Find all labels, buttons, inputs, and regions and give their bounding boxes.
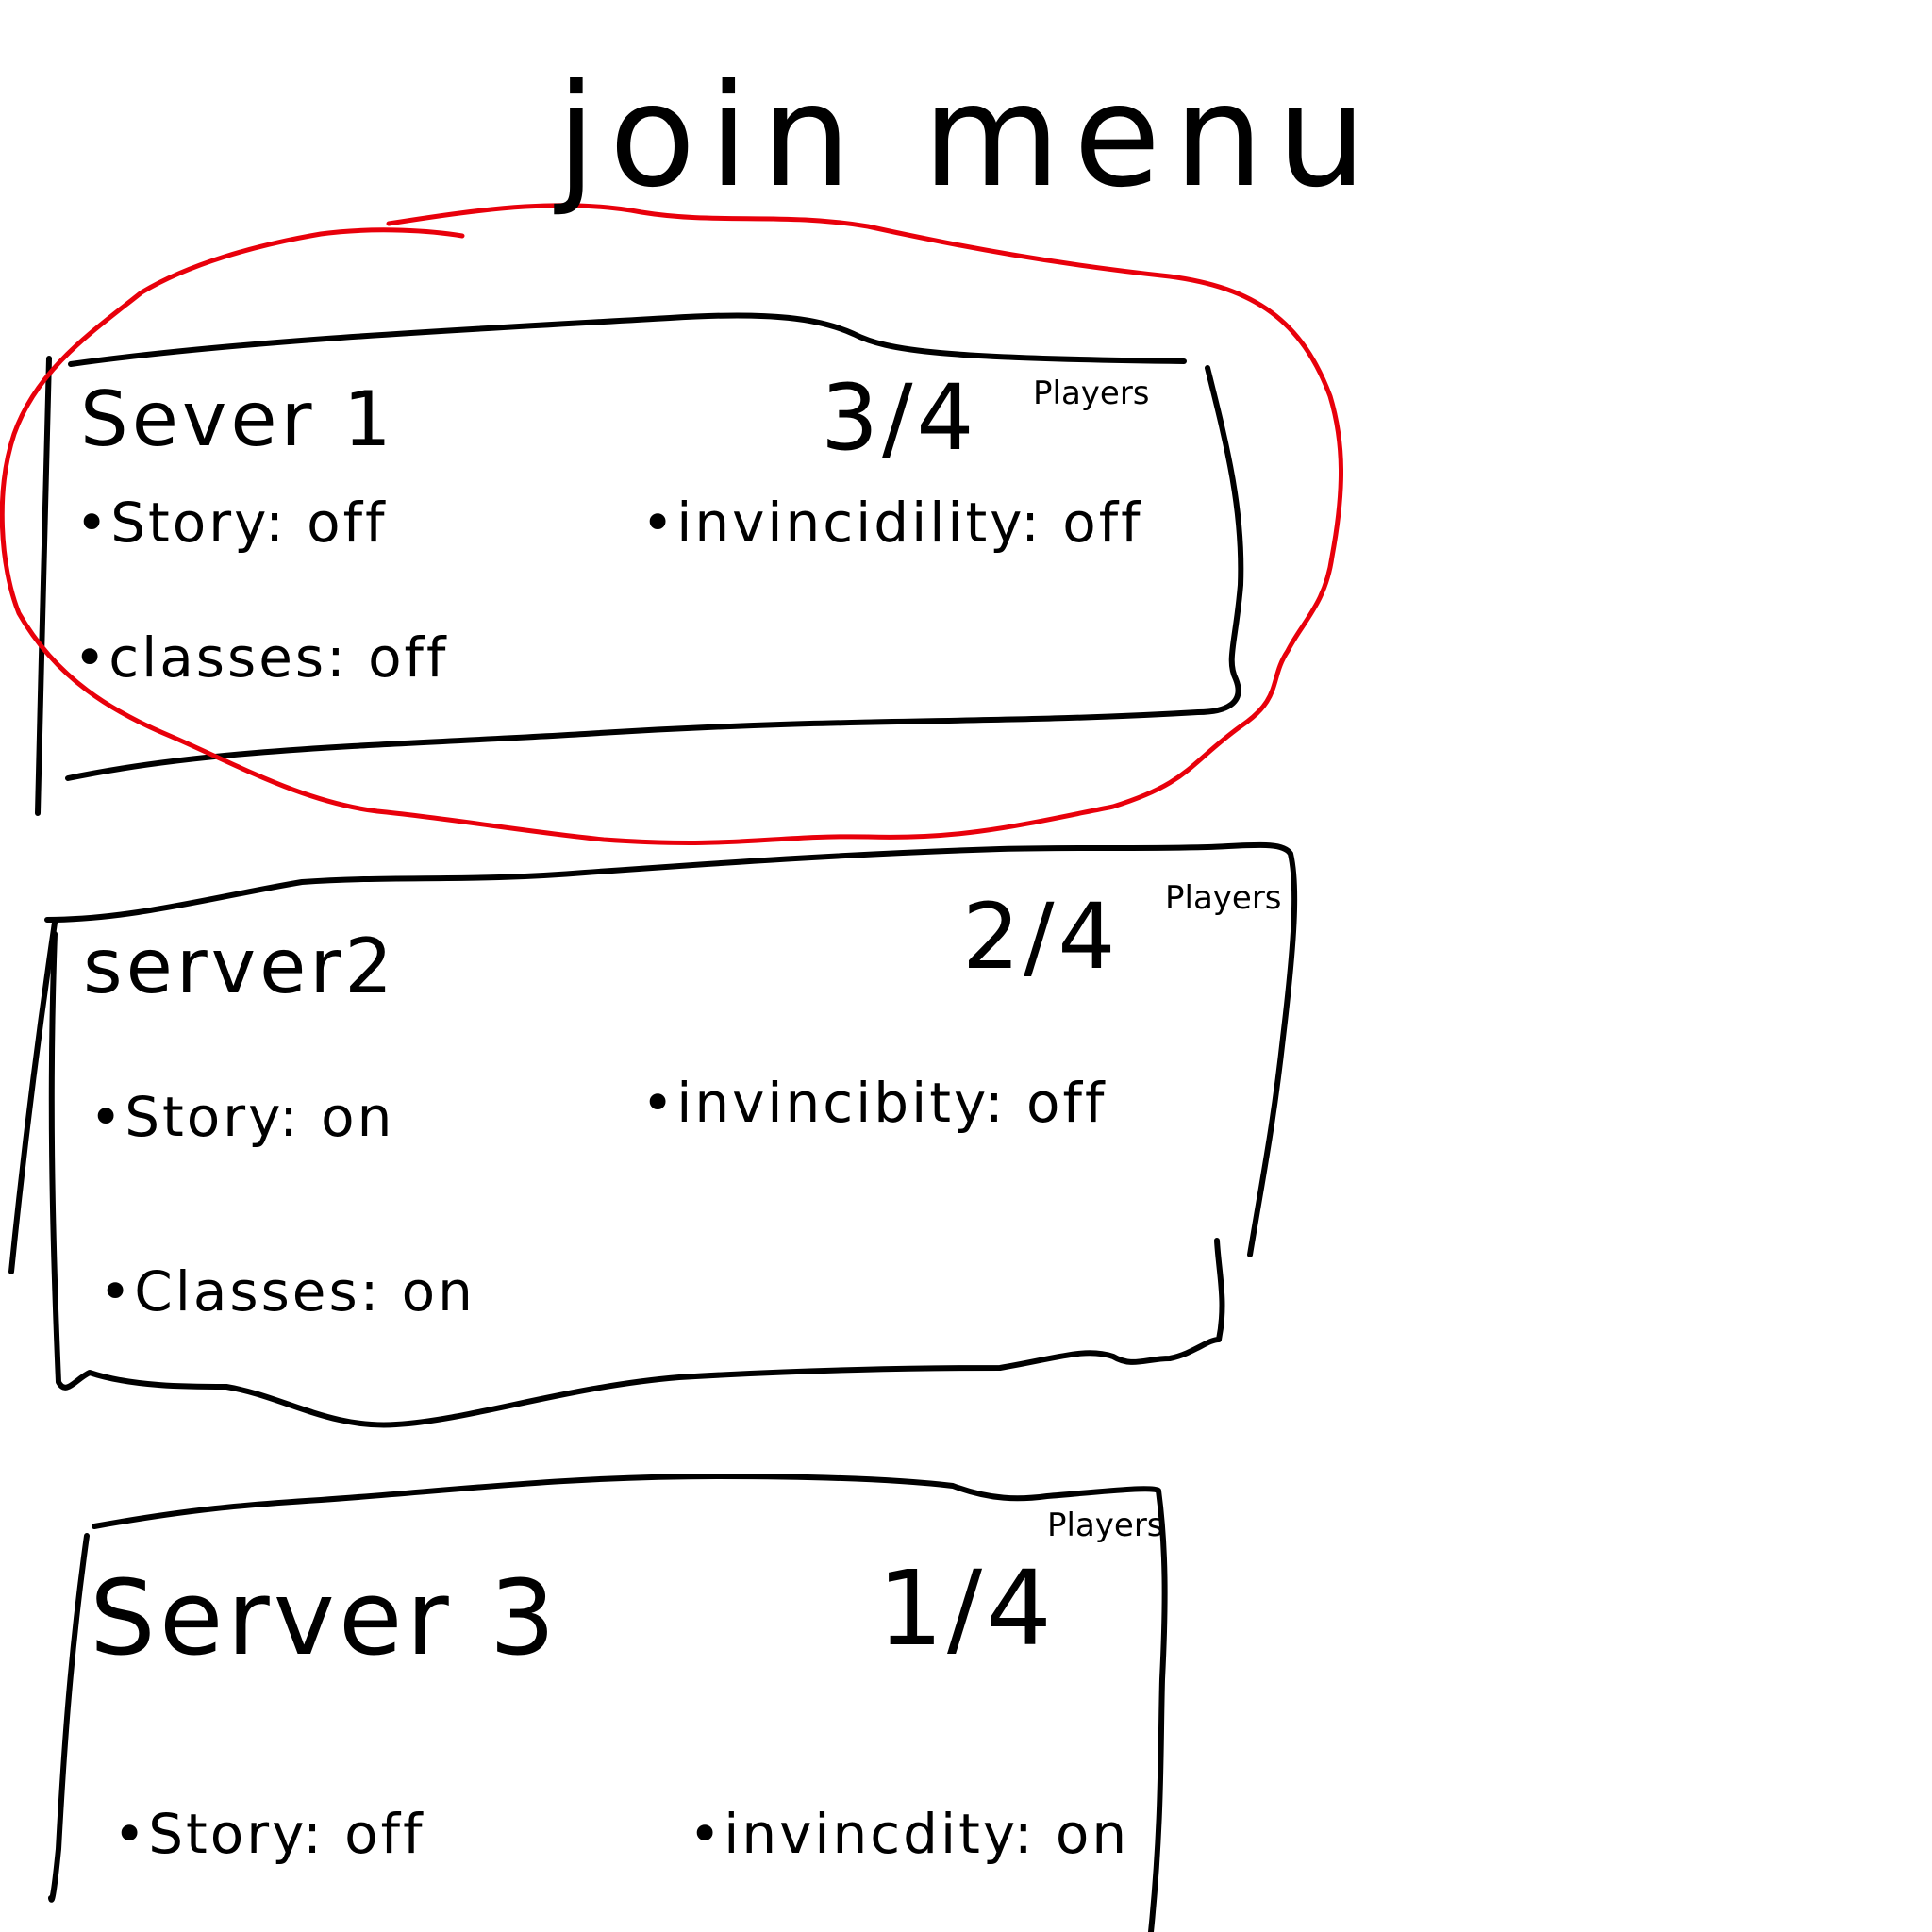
player-count: 2/4 — [962, 884, 1120, 990]
page-title: join menu — [557, 55, 1380, 219]
player-count-unit: Players — [1047, 1507, 1164, 1544]
server-1-outline — [35, 312, 1244, 816]
player-count: 3/4 — [821, 365, 978, 471]
option-invincibility: •invincdity: on — [689, 1802, 1130, 1866]
option-story: •Story: off — [113, 1802, 425, 1866]
option-story: •Story: on — [90, 1085, 395, 1149]
server-name: server2 — [83, 923, 397, 1010]
server-name: Server 3 — [90, 1557, 559, 1678]
selection-highlight — [0, 203, 1343, 845]
option-classes: •Classes: on — [99, 1259, 475, 1324]
player-count-unit: Players — [1165, 879, 1282, 917]
option-classes: •classes: off — [74, 625, 449, 690]
server-3-outline — [48, 1474, 1168, 1932]
option-invincibility: •invincidility: off — [641, 491, 1143, 555]
player-count-unit: Players — [1033, 375, 1150, 412]
option-invincibility: •invincibity: off — [641, 1071, 1108, 1135]
server-name: Sever 1 — [80, 375, 395, 463]
option-story: •Story: off — [75, 491, 388, 555]
player-count: 1/4 — [877, 1548, 1057, 1669]
server-2-outline — [8, 841, 1298, 1428]
